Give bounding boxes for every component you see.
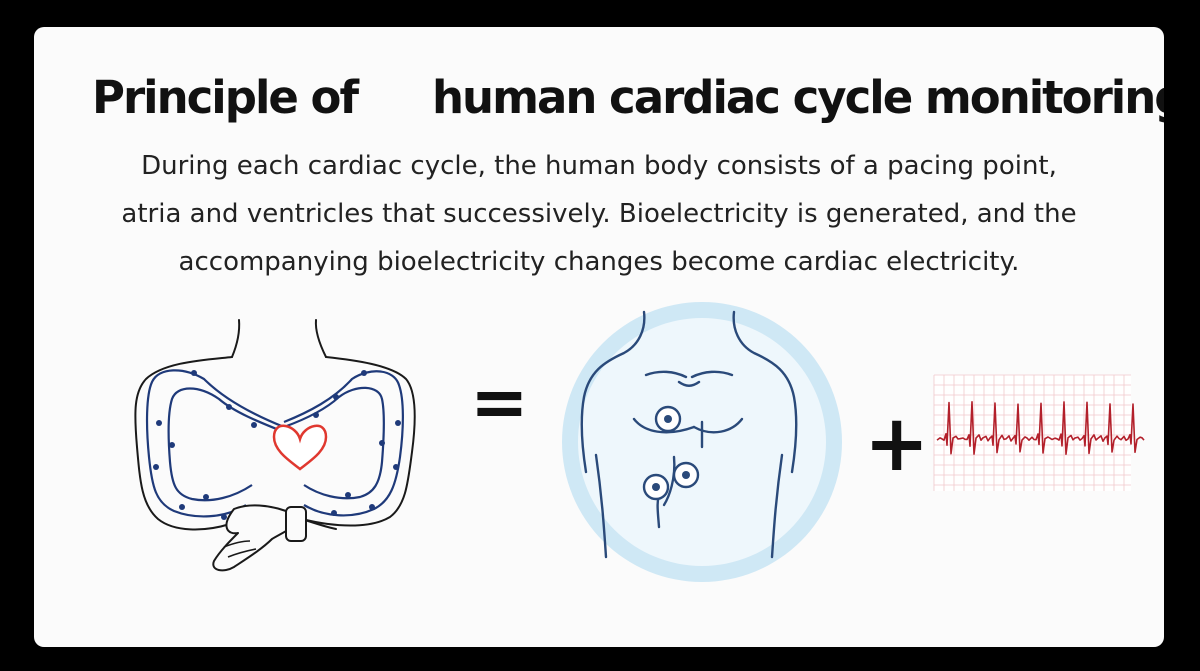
body-with-smartwatch-icon bbox=[134, 319, 416, 572]
title-part-1: Principle of bbox=[92, 71, 359, 124]
description-line-1: During each cardiac cycle, the human bod… bbox=[141, 151, 1057, 181]
principle-card: Principle of human cardiac cycle monitor… bbox=[34, 27, 1164, 647]
description: During each cardiac cycle, the human bod… bbox=[54, 142, 1144, 286]
description-line-2: atria and ventricles that successively. … bbox=[121, 199, 1077, 229]
plus-sign: + bbox=[864, 399, 930, 489]
heart-icon bbox=[272, 424, 328, 471]
page-title: Principle of human cardiac cycle monitor… bbox=[34, 71, 1164, 141]
torso-with-electrodes-icon bbox=[562, 302, 842, 582]
title-part-2: human cardiac cycle monitoring bbox=[432, 71, 1164, 124]
description-line-3: accompanying bioelectricity changes beco… bbox=[178, 247, 1020, 277]
ecg-strip-icon bbox=[933, 374, 1145, 491]
equals-sign: = bbox=[470, 361, 529, 443]
